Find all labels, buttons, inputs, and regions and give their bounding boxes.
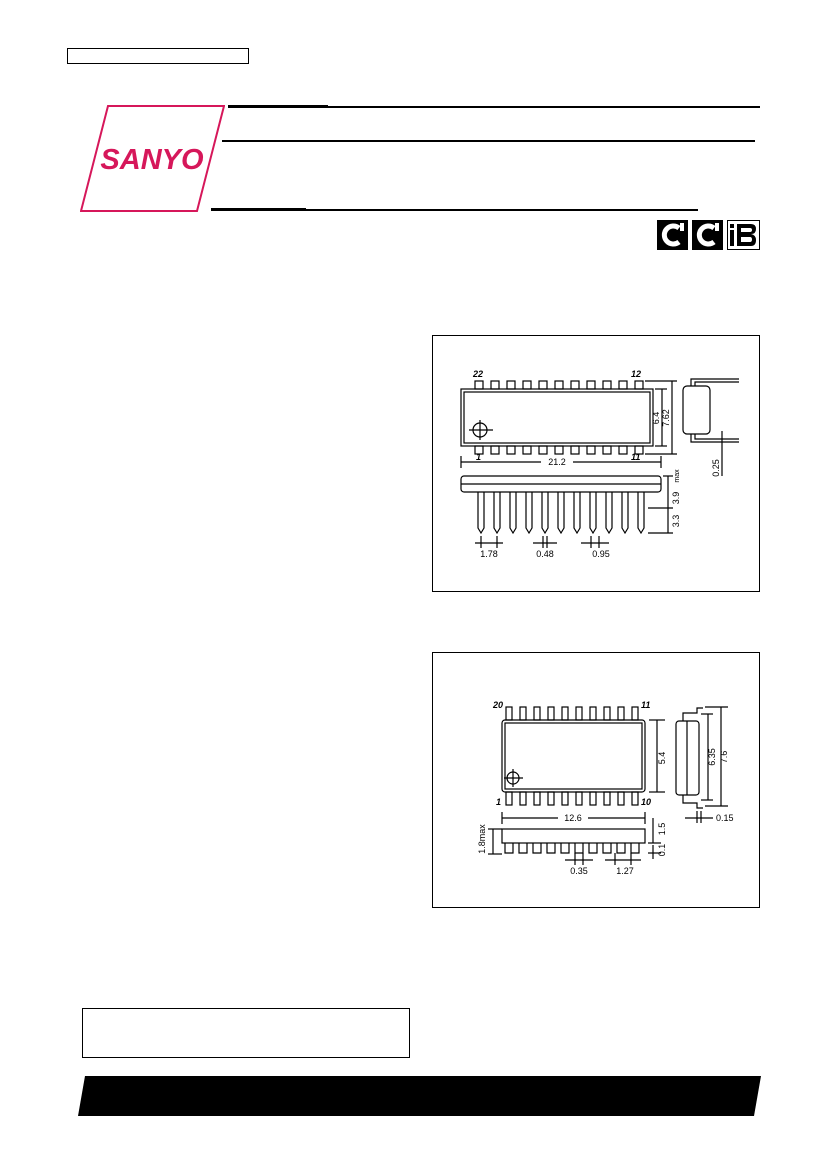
dim-height-max: 1.8max bbox=[477, 824, 487, 854]
ib-mark-icon bbox=[727, 220, 760, 250]
pin-label-20: 20 bbox=[492, 700, 503, 710]
dim-span: 7.6 bbox=[719, 751, 729, 764]
dim-lead-width: 0.48 bbox=[536, 549, 554, 559]
dim-row-spacing: 7.62 bbox=[661, 409, 671, 427]
pin-label-1: 1 bbox=[496, 797, 501, 807]
dim-lead-shoulder: 0.95 bbox=[592, 549, 610, 559]
dim-standoff: 0.1 bbox=[657, 844, 667, 857]
pin-label-12: 12 bbox=[631, 369, 641, 379]
front-leads bbox=[477, 492, 645, 535]
dim-lead-length: 3.3 bbox=[671, 515, 681, 528]
dim-pitch: 1.27 bbox=[616, 866, 634, 876]
dim-height-max-suffix: max bbox=[674, 469, 681, 483]
footer-bar bbox=[78, 1075, 761, 1117]
dim-lead-thickness: 0.15 bbox=[716, 813, 734, 823]
package-drawing-sop: 20 11 1 10 12.6 5.4 6.35 7.6 0.15 1.5 0.… bbox=[432, 652, 760, 908]
package-drawing-dip: 22 12 1 11 21.2 6.4 7.62 0.25 3.9 max 3.… bbox=[432, 335, 760, 592]
top-pins bbox=[505, 706, 639, 721]
dim-lead-width: 0.35 bbox=[570, 866, 588, 876]
pin-label-11: 11 bbox=[631, 452, 640, 462]
bottom-pins bbox=[474, 445, 644, 455]
dim-height-max: 3.9 bbox=[671, 492, 681, 505]
certification-marks bbox=[657, 220, 760, 250]
header-rule-bottom bbox=[211, 209, 698, 211]
bottom-pins bbox=[505, 791, 639, 806]
pin-label-22: 22 bbox=[472, 369, 483, 379]
dim-length: 12.6 bbox=[564, 813, 582, 823]
header-rule-top-thick bbox=[228, 105, 328, 108]
dim-body-width: 6.4 bbox=[651, 412, 661, 425]
pin-label-10: 10 bbox=[641, 797, 651, 807]
dim-length: 21.2 bbox=[548, 457, 566, 467]
logo-text: SANYO bbox=[100, 144, 204, 176]
pin-label-11: 11 bbox=[641, 700, 650, 710]
note-box bbox=[82, 1008, 410, 1058]
header-rule-middle bbox=[222, 140, 755, 142]
front-leads bbox=[504, 843, 640, 854]
dim-body-total: 6.35 bbox=[707, 748, 717, 766]
header-rule-bottom-thick bbox=[211, 208, 306, 211]
dim-body-height: 1.5 bbox=[657, 823, 667, 836]
cc-mark-icon bbox=[657, 220, 688, 250]
dim-lead-thickness: 0.25 bbox=[711, 459, 721, 477]
top-pins bbox=[474, 380, 644, 390]
pin-label-1: 1 bbox=[476, 452, 481, 462]
part-number-box bbox=[67, 48, 249, 64]
dim-pitch: 1.78 bbox=[480, 549, 498, 559]
dim-body-width: 5.4 bbox=[657, 752, 667, 765]
cc-mark-icon bbox=[692, 220, 723, 250]
sanyo-logo: SANYO bbox=[79, 105, 226, 212]
header-rule-top bbox=[228, 106, 760, 108]
